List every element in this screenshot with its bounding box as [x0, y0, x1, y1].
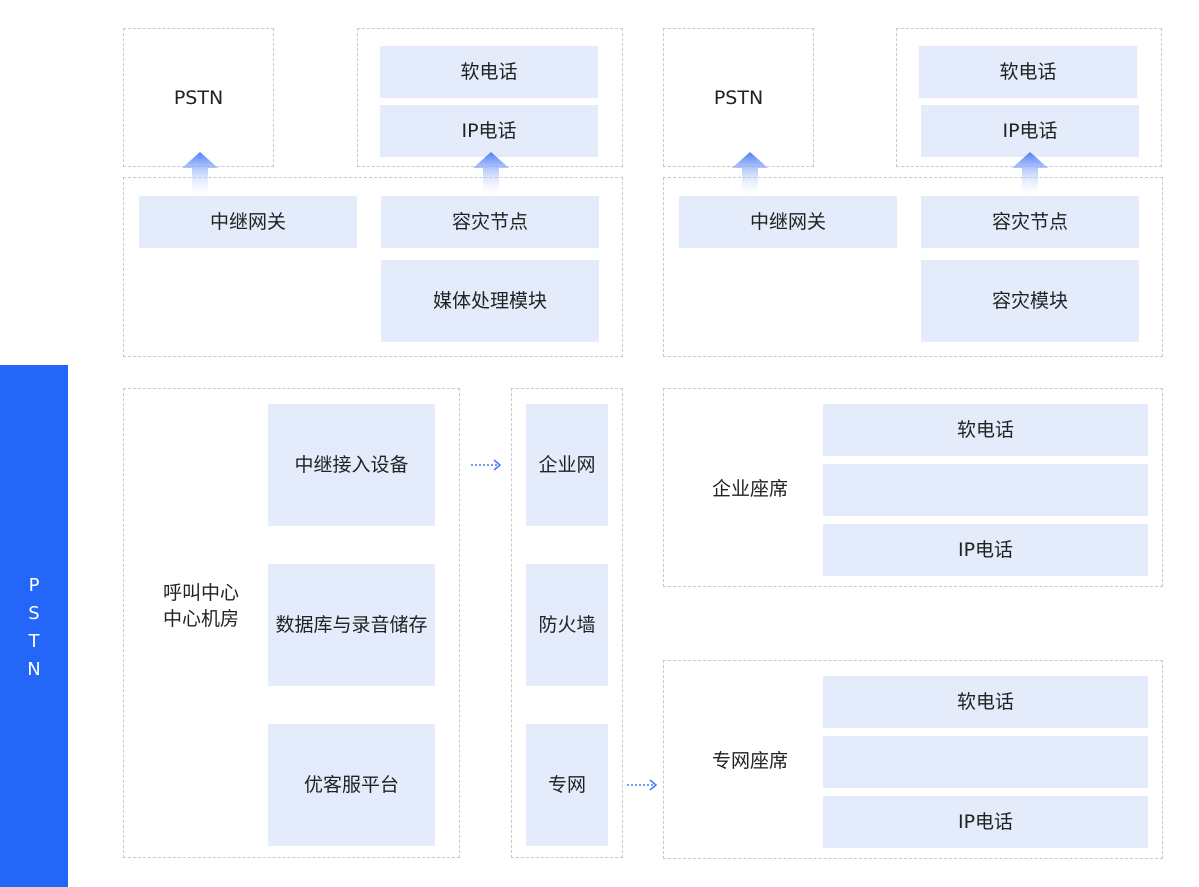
enterprise-seat-frame — [663, 388, 1163, 587]
enterprise-softphone: 软电话 — [823, 404, 1148, 456]
call-center-frame — [123, 388, 460, 858]
sidebar-letter: N — [27, 659, 41, 680]
private-blank-slot — [823, 736, 1148, 788]
enterprise-seat-label: 企业座席 — [711, 478, 788, 500]
trunk-access-device: 中继接入设备 — [268, 404, 435, 526]
dotted-arrow-icon — [627, 779, 658, 791]
top-right-gateway-frame — [663, 177, 1163, 357]
sidebar-bar — [0, 365, 68, 887]
sidebar-letter: P — [28, 575, 40, 596]
top-right-ipphone: IP电话 — [921, 105, 1139, 157]
call-center-label-line1: 呼叫中心 — [162, 582, 239, 604]
sidebar-label: P S T N — [0, 572, 68, 684]
top-right-pstn-label: PSTN — [713, 87, 764, 109]
top-left-dr-node: 容灾节点 — [381, 196, 599, 248]
sidebar-letter: T — [28, 631, 40, 652]
enterprise-ipphone: IP电话 — [823, 524, 1148, 576]
up-arrow-icon — [182, 152, 218, 194]
enterprise-blank-slot — [823, 464, 1148, 516]
private-seat-frame — [663, 660, 1163, 859]
private-ipphone: IP电话 — [823, 796, 1148, 848]
top-left-media-module: 媒体处理模块 — [381, 260, 599, 342]
up-arrow-icon — [732, 152, 768, 194]
top-left-ipphone: IP电话 — [380, 105, 598, 157]
enterprise-network: 企业网 — [526, 404, 608, 526]
database-recording-storage: 数据库与录音储存 — [268, 564, 435, 686]
top-right-dr-module: 容灾模块 — [921, 260, 1139, 342]
up-arrow-icon — [1012, 152, 1048, 194]
private-softphone: 软电话 — [823, 676, 1148, 728]
firewall: 防火墙 — [526, 564, 608, 686]
network-frame — [511, 388, 623, 858]
ukefu-platform: 优客服平台 — [268, 724, 435, 846]
sidebar-letter: S — [28, 603, 40, 624]
dotted-arrow-icon — [471, 459, 502, 471]
private-seat-label: 专网座席 — [711, 750, 788, 772]
top-left-softphone: 软电话 — [380, 46, 598, 98]
top-left-gateway-frame — [123, 177, 623, 357]
top-left-trunk-gateway: 中继网关 — [139, 196, 357, 248]
top-right-dr-node: 容灾节点 — [921, 196, 1139, 248]
top-right-softphone: 软电话 — [919, 46, 1137, 98]
top-right-trunk-gateway: 中继网关 — [679, 196, 897, 248]
top-left-pstn-label: PSTN — [173, 87, 224, 109]
private-network: 专网 — [526, 724, 608, 846]
up-arrow-icon — [473, 152, 509, 194]
call-center-label: 呼叫中心 中心机房 — [150, 580, 252, 632]
call-center-label-line2: 中心机房 — [162, 608, 239, 630]
